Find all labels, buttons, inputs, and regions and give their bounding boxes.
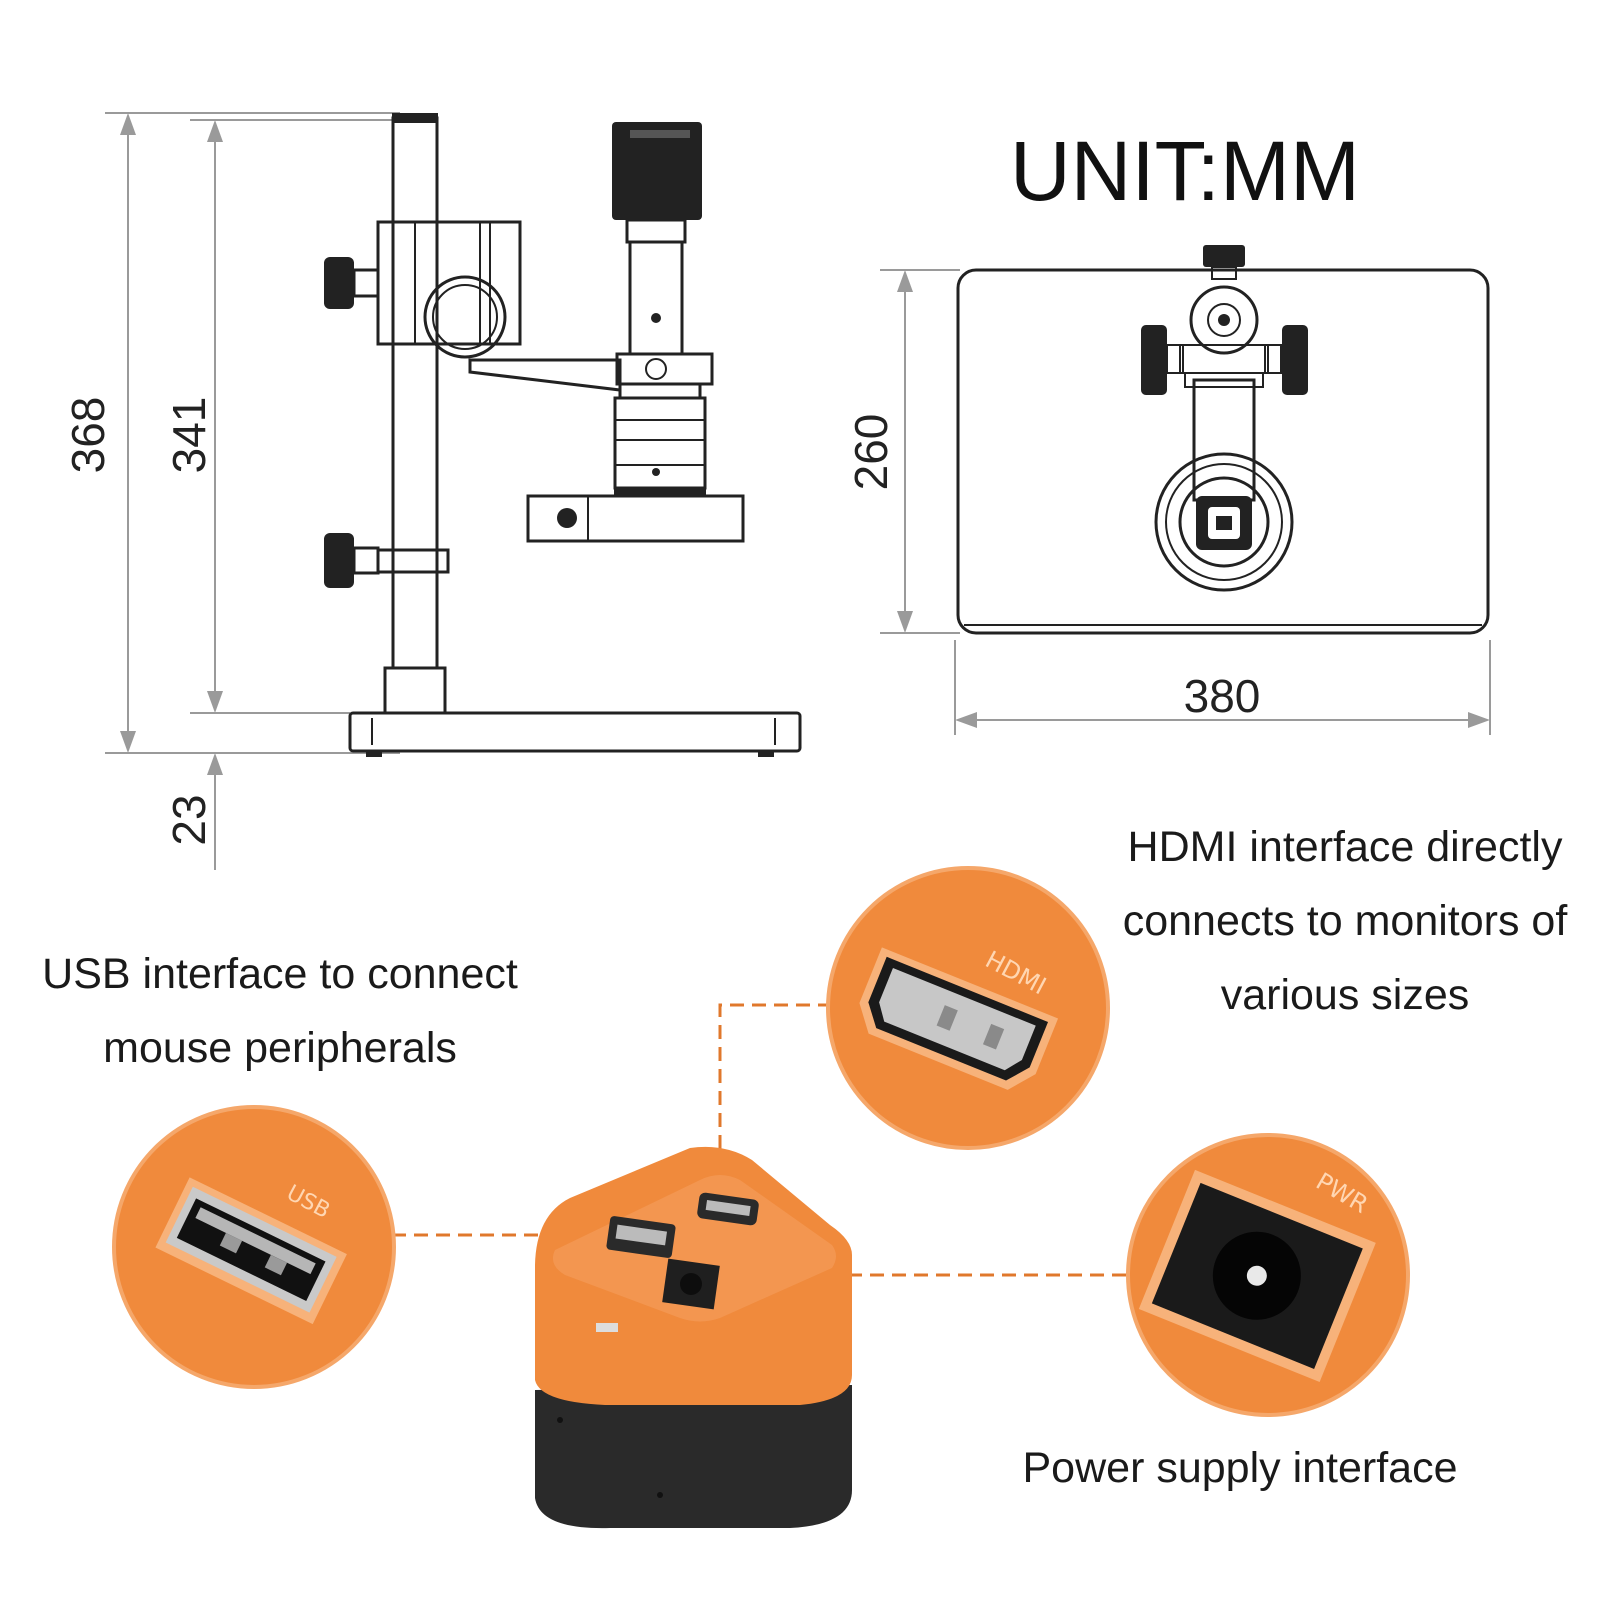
- dim-base-width: 380: [1184, 670, 1261, 722]
- focus-knob-ring: [423, 275, 507, 359]
- usb-caption: USB interface to connect mouse periphera…: [20, 937, 540, 1085]
- lower-knob-icon: [324, 533, 354, 588]
- power-caption: Power supply interface: [1022, 1444, 1458, 1492]
- hdmi-caption: HDMI interface directly connects to moni…: [1095, 810, 1595, 1032]
- column-top-circle: [1189, 285, 1259, 355]
- usb-caption-line-2: mouse peripherals: [103, 1024, 457, 1072]
- upper-knob-icon: [324, 257, 354, 309]
- hdmi-zoom-callout: HDMI: [826, 866, 1110, 1150]
- stand-base: [348, 711, 802, 753]
- stand-arm: [468, 358, 622, 392]
- dim-column-height: 341: [163, 397, 215, 474]
- zoom-lens: [628, 240, 684, 356]
- dim-base-height: 23: [163, 794, 215, 845]
- top-knob-icon: [1203, 245, 1245, 267]
- camera-head: [612, 122, 702, 220]
- hdmi-caption-line-2: connects to monitors of: [1122, 897, 1568, 945]
- usb-zoom-callout: USB: [112, 1105, 396, 1389]
- column-foot: [383, 666, 447, 715]
- hdmi-caption-line-3: various sizes: [1220, 971, 1470, 1019]
- ring-light: [526, 494, 745, 543]
- stand-column: [391, 116, 439, 670]
- focus-block: [376, 220, 522, 346]
- base-top-outline: [956, 268, 1490, 635]
- right-knob-top-icon: [1282, 325, 1308, 395]
- left-knob-top-icon: [1141, 325, 1167, 395]
- unit-title: UNIT:MM: [1010, 124, 1360, 218]
- pwr-zoom-callout: PWR: [1126, 1133, 1410, 1417]
- stand-top-view: [880, 245, 1491, 735]
- cube-black-body: [535, 1385, 852, 1529]
- hdmi-caption-line-1: HDMI interface directly: [1127, 823, 1563, 871]
- stand-side-view: [105, 112, 802, 870]
- dim-total-height: 368: [62, 397, 114, 474]
- dim-base-depth: 260: [845, 414, 897, 491]
- ring-light-top: [1154, 452, 1294, 592]
- lens-barrel: [613, 396, 707, 490]
- camera-cube: [535, 1146, 852, 1529]
- usb-caption-line-1: USB interface to connect: [42, 950, 518, 998]
